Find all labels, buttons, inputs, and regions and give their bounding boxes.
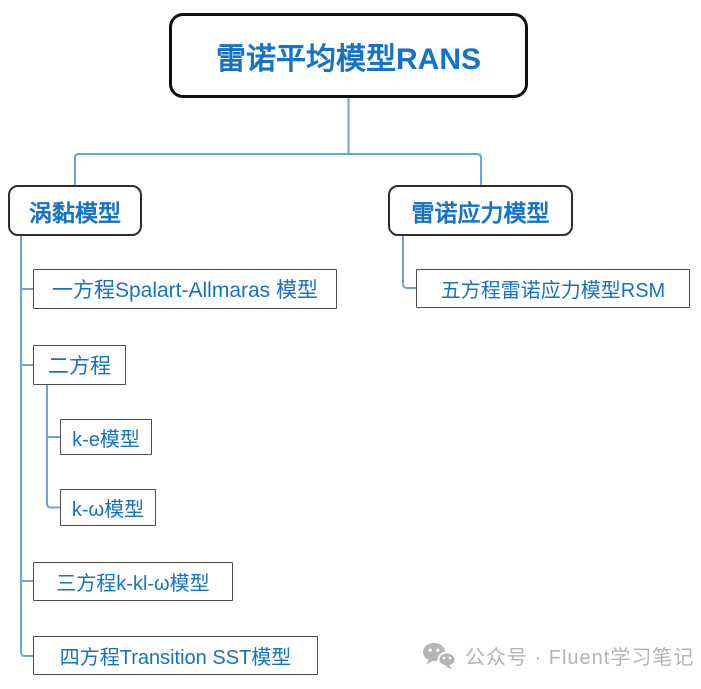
connector-reynolds-trunk [402,236,416,289]
node-two-eq: 二方程 [33,345,126,385]
watermark: 公众号 · Fluent学习笔记 [422,641,694,670]
node-k-e-model: k-e模型 [60,419,152,455]
node-five-eq-rsm: 五方程雷诺应力模型RSM [416,269,690,308]
watermark-text: 公众号 · Fluent学习笔记 [465,647,695,669]
node-reynolds-stress: 雷诺应力模型 [388,185,573,236]
node-eddy-viscosity: 涡黏模型 [8,185,142,236]
node-three-eq-k-kl-omega: 三方程k-kl-ω模型 [33,562,233,601]
connector-two-eq-trunk [46,385,60,509]
node-one-eq-spalart-allmaras: 一方程Spalart-Allmaras 模型 [33,269,337,309]
node-four-eq-transition-sst: 四方程Transition SST模型 [33,636,318,675]
wechat-icon [422,642,456,670]
connector-branch-rail [74,153,482,185]
node-rans-root: 雷诺平均模型RANS [169,13,528,98]
node-k-omega-model: k-ω模型 [60,489,156,526]
connector-eddy-trunk [20,236,33,657]
